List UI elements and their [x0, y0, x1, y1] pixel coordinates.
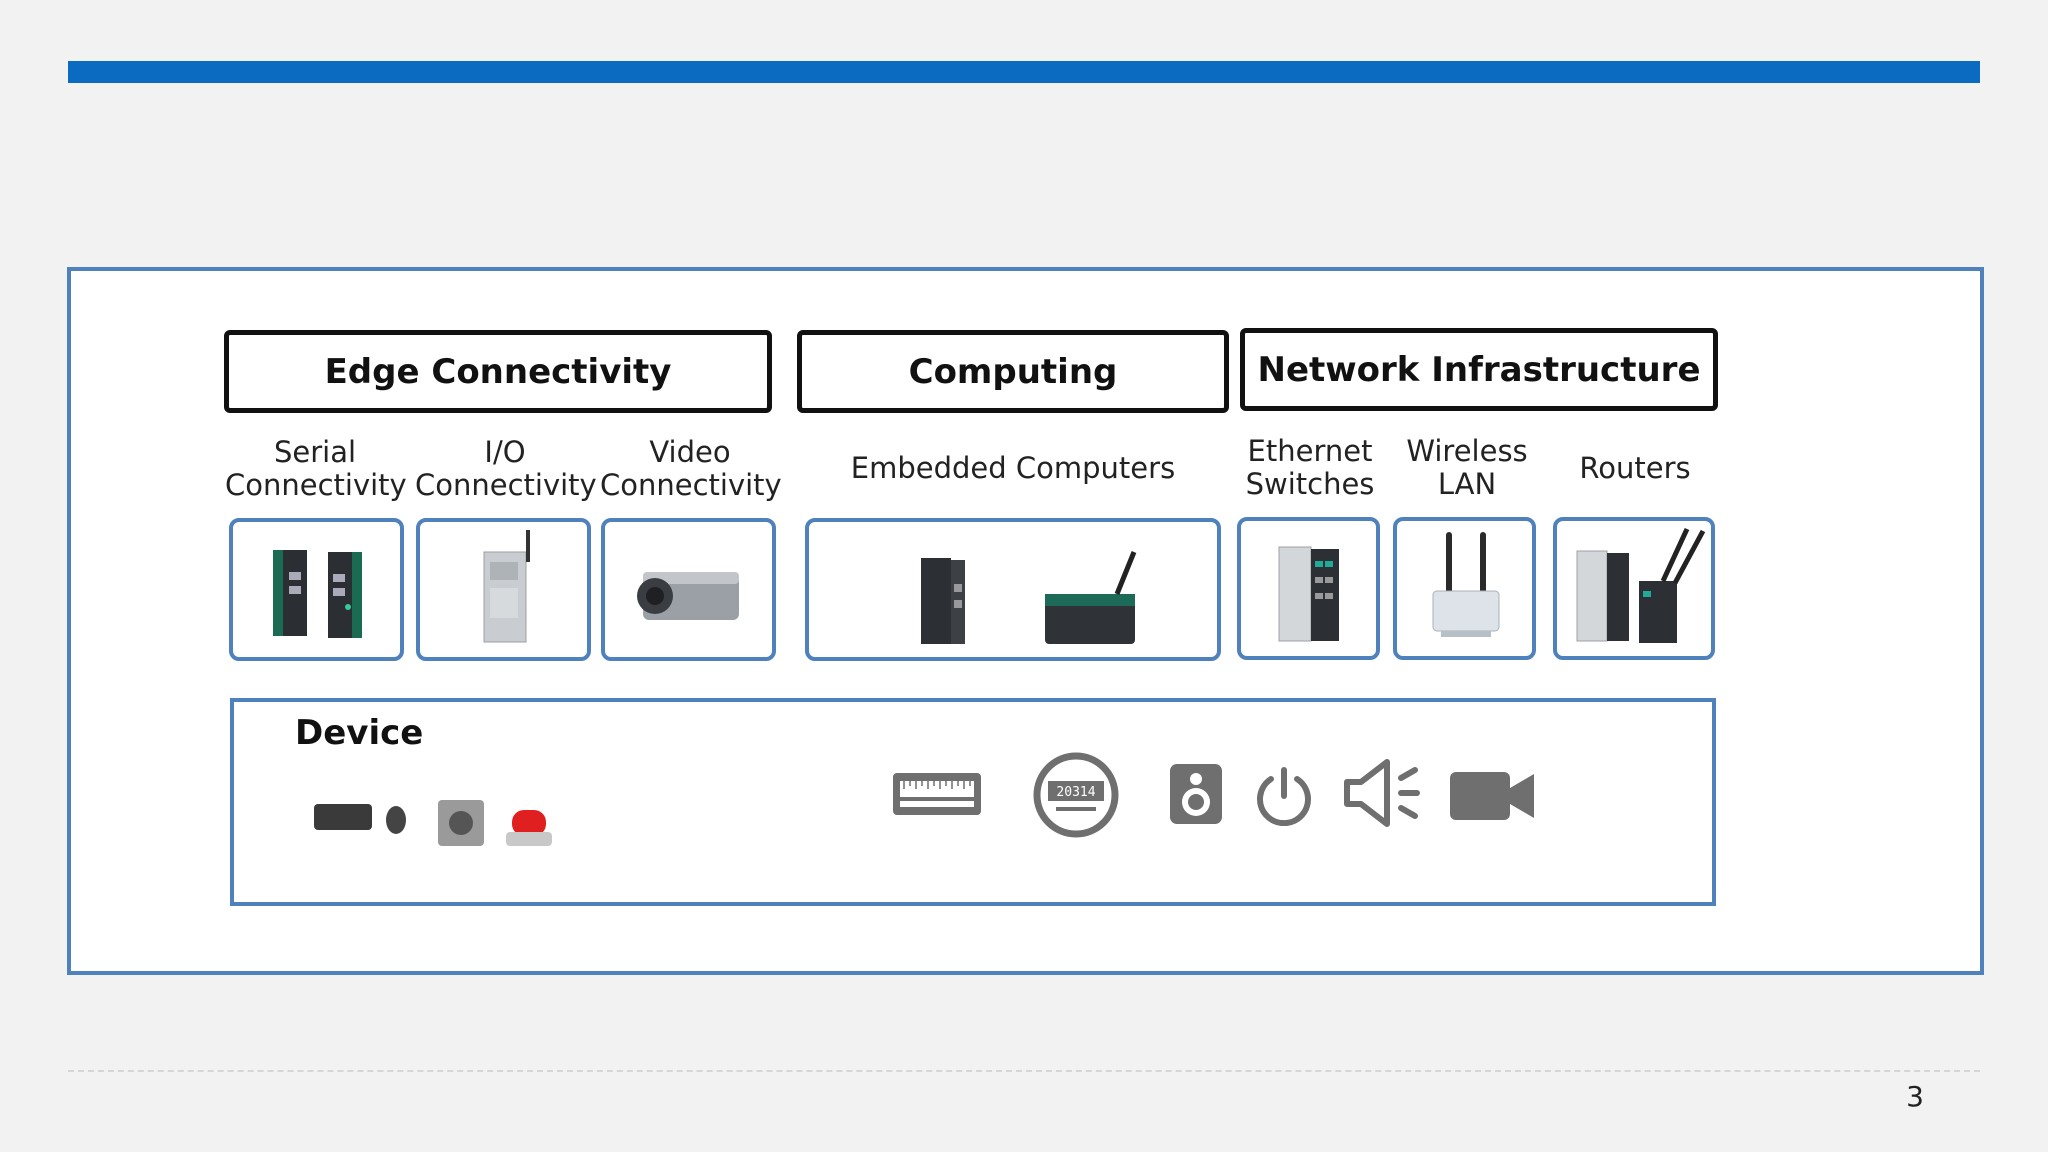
- power-icon: [1257, 767, 1311, 826]
- category-network-infrastructure: Network Infrastructure: [1240, 328, 1718, 411]
- serial-connectivity-box: [229, 518, 404, 661]
- video-camera-icon: [1450, 772, 1534, 820]
- ethernet-switch-image: [1278, 546, 1339, 642]
- category-network-label: Network Infrastructure: [1257, 349, 1701, 390]
- router-image: [1576, 527, 1706, 643]
- device-photos: [314, 800, 552, 846]
- title-accent-bar: [68, 61, 1980, 83]
- video-camera-image: [637, 572, 739, 620]
- ethernet-switches-box: [1237, 517, 1380, 660]
- embedded-computers-image: [921, 551, 1137, 644]
- category-computing-label: Computing: [908, 351, 1118, 392]
- label-routers: Routers: [1579, 451, 1691, 485]
- video-connectivity-box: [601, 518, 776, 661]
- io-device-image: [483, 530, 530, 643]
- page-number: 3: [1906, 1080, 1924, 1113]
- label-embedded-computers: Embedded Computers: [850, 451, 1176, 485]
- device-title: Device: [295, 713, 424, 753]
- routers-box: [1553, 517, 1715, 660]
- volume-icon: [1344, 759, 1420, 827]
- serial-device-image: [273, 550, 362, 638]
- embedded-computers-box: [805, 518, 1221, 661]
- footer-divider: [68, 1070, 1980, 1072]
- io-connectivity-box: [416, 518, 591, 661]
- speaker-icon: [1170, 764, 1222, 824]
- ruler-gauge-icon: [893, 773, 981, 815]
- category-computing: Computing: [797, 330, 1229, 413]
- wireless-lan-box: [1393, 517, 1536, 660]
- category-edge-label: Edge Connectivity: [324, 351, 672, 392]
- meter-digits: 20314: [1056, 785, 1095, 800]
- meter-icon: 20314: [1033, 752, 1119, 838]
- wireless-ap-image: [1432, 532, 1500, 637]
- category-edge-connectivity: Edge Connectivity: [224, 330, 772, 413]
